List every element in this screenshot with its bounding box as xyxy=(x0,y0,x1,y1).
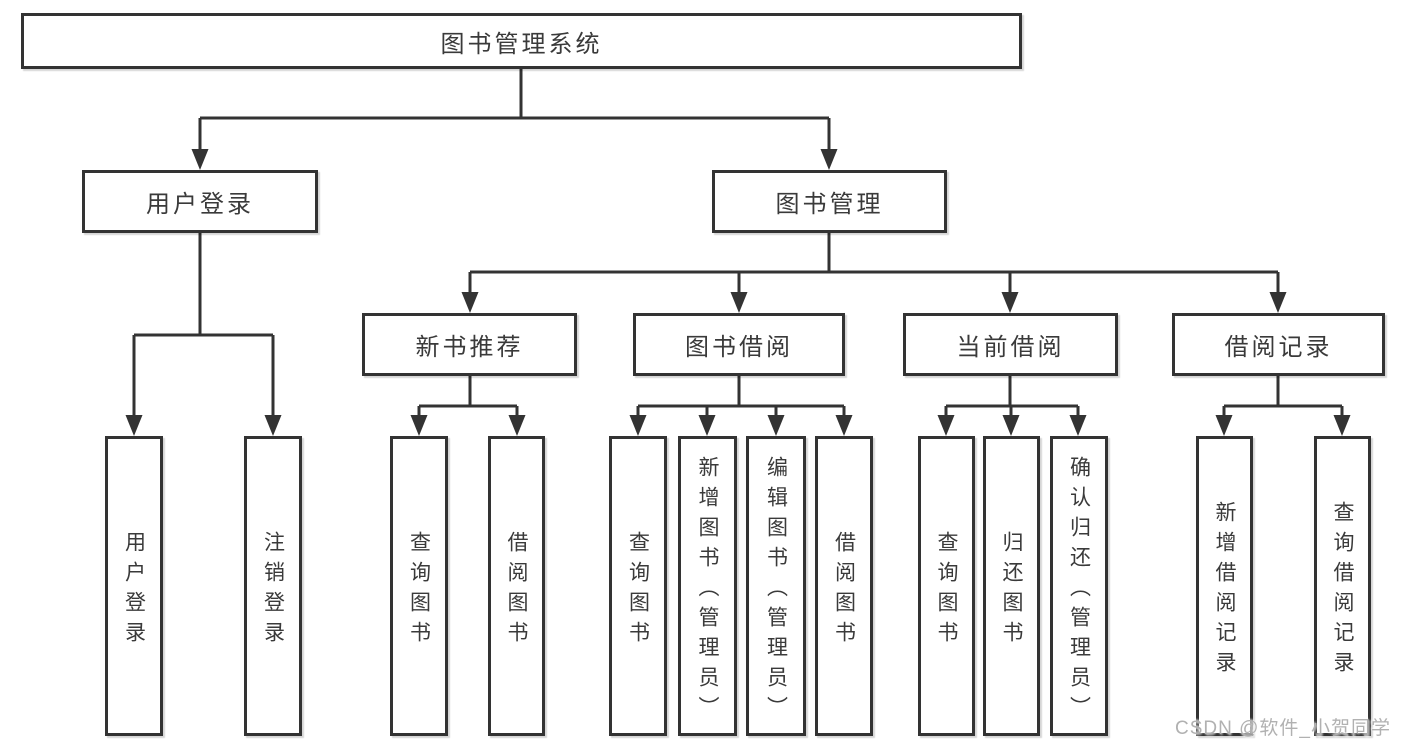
arrow-icon xyxy=(629,415,647,436)
connector-user-login-children xyxy=(132,233,275,417)
arrow-icon xyxy=(835,415,853,436)
leaf-logout: 注销登录 xyxy=(244,436,302,736)
arrow-icon xyxy=(1215,415,1233,436)
arrow-icon xyxy=(1001,292,1019,313)
leaf-edit-book-admin: 编辑图书（管理员） xyxy=(746,436,806,736)
leaf-borrow-books-recommend: 借阅图书 xyxy=(488,436,545,736)
leaf-confirm-return-admin: 确认归还（管理员） xyxy=(1050,436,1108,736)
node-book-management-label: 图书管理 xyxy=(775,191,884,218)
leaf-borrow-books-recommend-label: 借阅图书 xyxy=(505,530,528,651)
node-current-borrowing-label: 当前借阅 xyxy=(956,334,1065,361)
leaf-return-books-label: 归还图书 xyxy=(1000,530,1023,651)
arrow-icon xyxy=(264,415,282,436)
leaf-query-books-recommend: 查询图书 xyxy=(390,436,448,736)
connector-book-management-children xyxy=(468,233,1280,293)
node-new-book-recommend: 新书推荐 xyxy=(362,313,577,376)
arrow-icon xyxy=(698,415,716,436)
leaf-add-book-admin: 新增图书（管理员） xyxy=(678,436,737,736)
arrow-icon xyxy=(461,292,479,313)
leaf-query-borrow-record-label: 查询借阅记录 xyxy=(1331,500,1354,681)
leaf-add-borrow-record-label: 新增借阅记录 xyxy=(1213,500,1236,681)
leaf-add-borrow-record: 新增借阅记录 xyxy=(1196,436,1253,736)
node-root: 图书管理系统 xyxy=(21,13,1022,69)
node-book-borrowing-label: 图书借阅 xyxy=(685,334,793,361)
connector-borrowing-records-children xyxy=(1222,376,1344,417)
connector-book-borrowing-children xyxy=(636,376,846,417)
leaf-borrow-books-borrowing-label: 借阅图书 xyxy=(832,530,856,651)
leaf-user-login-label: 用户登录 xyxy=(122,530,146,651)
leaf-return-books: 归还图书 xyxy=(983,436,1040,736)
node-book-borrowing: 图书借阅 xyxy=(633,313,845,376)
leaf-borrow-books-borrowing: 借阅图书 xyxy=(815,436,873,736)
node-root-label: 图书管理系统 xyxy=(440,30,603,58)
node-borrowing-records-label: 借阅记录 xyxy=(1224,334,1333,361)
leaf-query-books-borrowing-label: 查询图书 xyxy=(626,530,650,651)
arrow-icon xyxy=(730,292,748,313)
connector-new-book-recommend-children xyxy=(417,376,519,417)
connector-root-to-level2 xyxy=(198,69,831,150)
node-book-management: 图书管理 xyxy=(712,170,947,233)
leaf-query-books-current: 查询图书 xyxy=(918,436,975,736)
node-user-login: 用户登录 xyxy=(82,170,318,233)
node-borrowing-records: 借阅记录 xyxy=(1172,313,1385,376)
node-user-login-label: 用户登录 xyxy=(146,191,254,218)
arrow-icon xyxy=(767,415,785,436)
node-new-book-recommend-label: 新书推荐 xyxy=(415,334,524,361)
arrow-icon xyxy=(820,149,838,170)
arrow-icon xyxy=(410,415,428,436)
arrow-icon xyxy=(1069,415,1087,436)
leaf-edit-book-admin-label: 编辑图书（管理员） xyxy=(764,455,788,726)
csdn-watermark: CSDN @软件_小贺同学 xyxy=(1175,718,1391,739)
leaf-add-book-admin-label: 新增图书（管理员） xyxy=(696,455,719,726)
arrow-icon xyxy=(1333,415,1351,436)
arrow-icon xyxy=(125,415,143,436)
arrow-icon xyxy=(508,415,526,436)
arrowheads xyxy=(125,149,1351,436)
leaf-query-books-borrowing: 查询图书 xyxy=(609,436,667,736)
arrow-icon xyxy=(1269,292,1287,313)
leaf-query-borrow-record: 查询借阅记录 xyxy=(1314,436,1371,736)
connector-current-borrowing-children xyxy=(944,376,1080,417)
leaf-logout-label: 注销登录 xyxy=(261,530,285,651)
arrow-icon xyxy=(191,149,209,170)
arrow-icon xyxy=(1002,415,1020,436)
node-current-borrowing: 当前借阅 xyxy=(903,313,1118,376)
leaf-user-login: 用户登录 xyxy=(105,436,163,736)
arrow-icon xyxy=(937,415,955,436)
leaf-confirm-return-admin-label: 确认归还（管理员） xyxy=(1067,455,1091,726)
leaf-query-books-recommend-label: 查询图书 xyxy=(407,530,431,651)
leaf-query-books-current-label: 查询图书 xyxy=(935,530,958,651)
